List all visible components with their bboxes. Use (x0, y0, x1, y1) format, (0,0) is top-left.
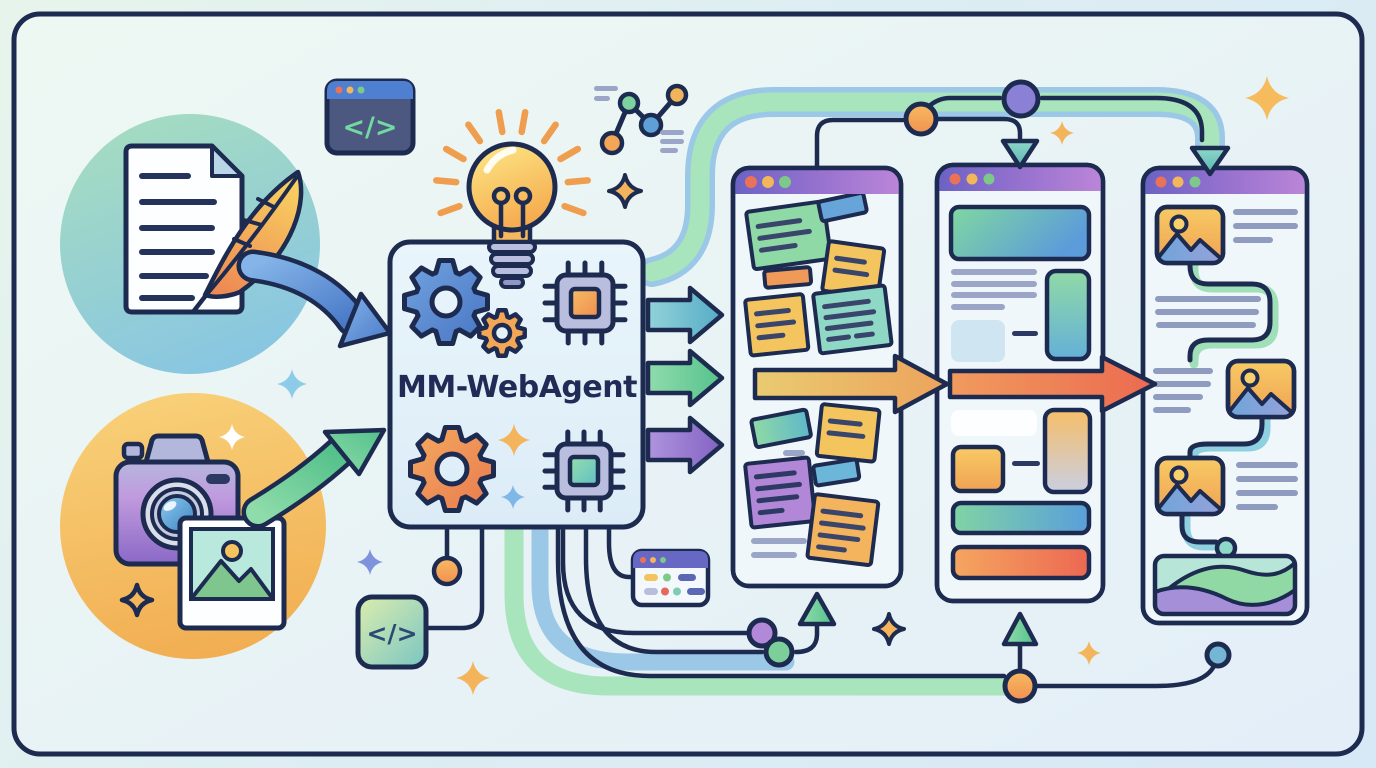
sparkles (119, 76, 1289, 695)
chip-icon-orange (542, 260, 628, 346)
sparkle-icon (1245, 76, 1289, 120)
arrowhead-into-mockup2-bottom (1001, 611, 1039, 647)
agent-output-arrows (645, 285, 725, 475)
code-window-icon: </> (324, 78, 416, 156)
arrowhead-into-mockup1-bottom (797, 591, 837, 627)
window-dot (1189, 176, 1201, 188)
window-dot (983, 173, 995, 185)
window-dot (660, 557, 666, 563)
sticky-note (811, 457, 862, 488)
flow-arrow-segment-2 (947, 354, 1158, 414)
sticky-note (743, 292, 811, 358)
node-green-bottom (763, 636, 795, 668)
chip-icon-teal (542, 429, 626, 513)
sparkle-icon (277, 369, 307, 399)
window-dot (1155, 176, 1167, 188)
sticky-note (814, 402, 882, 464)
node-orange-bottom (1002, 668, 1038, 704)
wavy-image-card (1152, 553, 1298, 617)
agent-box: MM-WebAgent (387, 239, 646, 530)
arrow-green (645, 348, 725, 408)
feed-flow-path (1179, 255, 1279, 551)
window-dot (1172, 176, 1184, 188)
feed-image-card (1154, 207, 1226, 263)
input-image-group (60, 393, 387, 659)
sticky-note (744, 199, 833, 272)
node-purple-top (1001, 79, 1041, 119)
gear-icon-blue (402, 258, 490, 346)
window-dot (357, 86, 365, 94)
code-glyph: </> (342, 112, 397, 143)
browser-mockup-feed (1140, 165, 1310, 626)
sparkle-icon (1050, 121, 1074, 145)
window-dot (346, 86, 354, 94)
arrow-image-to-agent (241, 427, 387, 529)
window-dot (762, 176, 774, 188)
node-orange-top (903, 101, 939, 137)
window-dot (335, 86, 343, 94)
lightbulb-icon (433, 108, 591, 289)
document-quill-icon (123, 143, 304, 315)
arrowhead-into-mockup3-top (1189, 145, 1231, 177)
sparkle-icon (456, 661, 490, 695)
window-dot (966, 173, 978, 185)
main-flow-arrow (752, 353, 1158, 415)
sparkle-icon (498, 424, 530, 456)
node-graph-icon (594, 83, 689, 156)
window-dot (745, 176, 757, 188)
feed-image-card (1154, 458, 1226, 514)
code-glyph: </> (366, 619, 417, 648)
gear-icon-small-orange (477, 308, 527, 358)
sticky-note (811, 283, 894, 356)
flow-arrow-segment-1 (752, 353, 950, 415)
sparkle-icon (607, 173, 643, 209)
window-dot (779, 176, 791, 188)
sparkle-icon (501, 485, 525, 509)
pipes-bottom (424, 517, 1016, 696)
mini-browser-icon (630, 548, 711, 608)
sticky-note (749, 407, 813, 449)
connectors-bottom (746, 591, 1232, 704)
sparkle-icon (119, 582, 155, 618)
sticky-note (762, 265, 814, 290)
input-text-group (60, 114, 393, 374)
feed-image-card (1225, 361, 1297, 417)
sparkle-icon (219, 424, 245, 450)
node-blue-end (1204, 641, 1232, 669)
connectors-top (814, 79, 1231, 177)
node-orange-small (431, 555, 463, 587)
window-dot (949, 173, 961, 185)
window-dot (640, 557, 646, 563)
camera-photo-icon (113, 433, 287, 631)
photo-icon (177, 515, 287, 631)
sparkle-icon (872, 612, 906, 646)
node-purple-bottom (746, 617, 778, 649)
arrow-purple (645, 415, 725, 475)
arrowhead-into-mockup2-top (1000, 138, 1040, 170)
agent-title: MM-WebAgent (397, 370, 637, 405)
sticky-note (816, 190, 869, 224)
code-snippet-icon: </> (355, 594, 429, 670)
sticky-note (805, 492, 881, 567)
window-dot (650, 557, 656, 563)
gear-icon-orange (408, 425, 496, 513)
sparkle-icon (357, 549, 383, 575)
arrow-teal (645, 285, 725, 345)
sticky-note (743, 455, 818, 530)
arrow-text-to-agent (236, 249, 393, 349)
sparkle-icon (1077, 641, 1101, 665)
